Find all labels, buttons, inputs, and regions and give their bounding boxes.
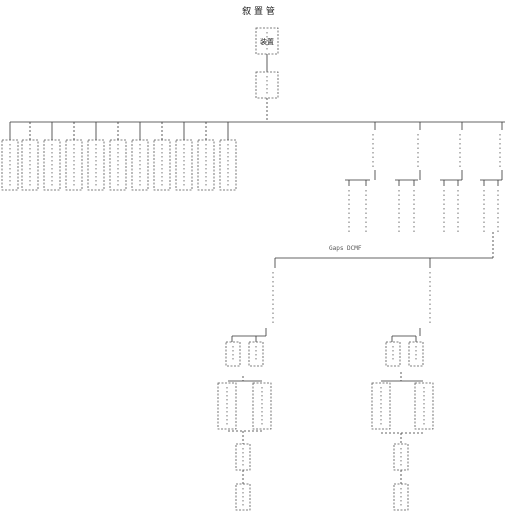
diagram-title: 叙 置 管 <box>242 7 275 17</box>
root-node-label: 装置 <box>260 37 274 46</box>
lower-right-tall-box-b <box>414 382 434 430</box>
lower-right-tall-box-a <box>371 382 391 430</box>
lower-left-tall-box-b <box>252 382 272 430</box>
lower-left-tall-box-a <box>217 382 237 430</box>
connector-label: Gaps DCMF <box>329 245 362 252</box>
